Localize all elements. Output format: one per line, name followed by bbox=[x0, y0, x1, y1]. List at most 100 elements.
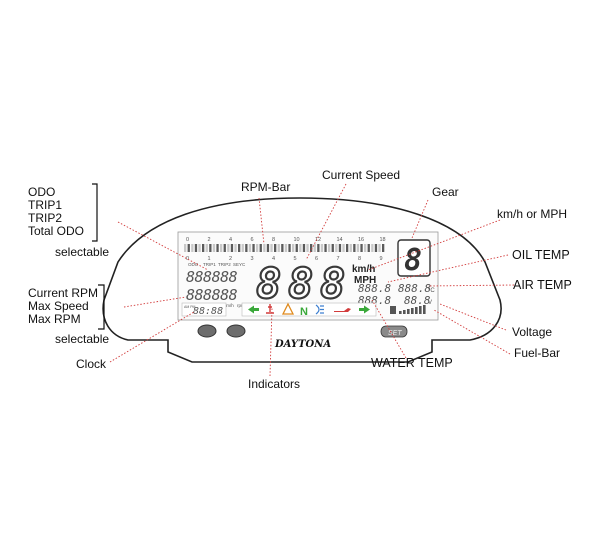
fuel-bar-segment bbox=[423, 305, 426, 314]
fuel-pump-icon bbox=[390, 306, 396, 314]
gear-label: Gear bbox=[432, 185, 459, 199]
rpm-bar-segment bbox=[342, 244, 345, 252]
rpm-bar-segment bbox=[184, 244, 187, 252]
clock-ampm: AM PM bbox=[184, 305, 196, 309]
rpm-selectable-label: selectable bbox=[55, 332, 110, 346]
rpm-bar-segment bbox=[223, 244, 226, 252]
indicator-strip bbox=[241, 302, 377, 317]
gear-digit: 8 bbox=[404, 243, 422, 278]
odo-group-labels: ODO TRIP1 TRIP2 Total ODO bbox=[28, 186, 84, 238]
max-rpm-label: Max RPM bbox=[28, 312, 81, 326]
rpm-bar-segment bbox=[256, 244, 259, 252]
unit-kmh: km/h bbox=[352, 264, 375, 275]
high-beam-icon bbox=[315, 304, 324, 315]
rpm-bar-segment bbox=[317, 244, 320, 252]
rpm-scale-low-label: 4 bbox=[272, 256, 275, 262]
fuel-bar-segment bbox=[399, 311, 402, 314]
odo-bracket bbox=[92, 183, 98, 242]
rpm-bar-segment bbox=[227, 244, 230, 252]
rpm-bar-segment bbox=[382, 244, 385, 252]
fuel-bar-segment bbox=[411, 308, 414, 314]
rpm-bar-segment bbox=[252, 244, 255, 252]
rpm-scale-low-label: 7 bbox=[337, 256, 340, 262]
rpm-scale-low-label: 5 bbox=[294, 256, 297, 262]
rpm-bar-segment bbox=[220, 244, 223, 252]
fuel-bar-segment bbox=[407, 309, 410, 314]
leader-current-speed bbox=[305, 183, 347, 261]
clock-digits: 88:88 bbox=[193, 306, 223, 317]
rpm-bar-segment bbox=[292, 244, 295, 252]
water-temp-label: WATER TEMP bbox=[371, 356, 453, 370]
odo-label: ODO bbox=[28, 185, 56, 199]
rpm-bar-segment bbox=[378, 244, 381, 252]
set-button-label: SET bbox=[388, 330, 402, 337]
rpm-bar-segment bbox=[238, 244, 241, 252]
rpm-scale-low-label: 1 bbox=[208, 256, 211, 262]
left-button-2[interactable] bbox=[226, 324, 246, 338]
indicators-label: Indicators bbox=[248, 377, 301, 391]
leader-rpm-bar bbox=[258, 197, 265, 245]
rpm-scale-low-label: 8 bbox=[358, 256, 361, 262]
current-rpm-label: Current RPM bbox=[28, 286, 99, 300]
rpm-scale-label: 12 bbox=[315, 237, 321, 243]
rpm-unit-label: km/h bbox=[224, 303, 234, 308]
fuel-bar bbox=[390, 305, 426, 314]
rpm-bar-segment bbox=[263, 244, 266, 252]
rpm-bar-segment bbox=[205, 244, 208, 252]
fuel-bar-segment bbox=[415, 307, 418, 314]
rpm-scale-label: 10 bbox=[294, 237, 300, 243]
rpm-scale-low-label: 2 bbox=[229, 256, 232, 262]
leader-fuel bbox=[433, 309, 511, 355]
leader-air bbox=[427, 284, 515, 287]
rpm-bar-segment bbox=[277, 244, 280, 252]
rpm-bar-segment bbox=[209, 244, 212, 252]
trip2-label: TRIP2 bbox=[28, 211, 63, 225]
rpm-bar-segment bbox=[288, 244, 291, 252]
rpm-bar-segment bbox=[313, 244, 316, 252]
rpm-bar-segment bbox=[310, 244, 313, 252]
rpm-bar-segment bbox=[245, 244, 248, 252]
leader-water bbox=[371, 299, 407, 359]
leader-odo bbox=[117, 221, 209, 271]
rpm-bar-segment bbox=[248, 244, 252, 252]
rpm-bar-segment bbox=[364, 244, 367, 252]
brand-logo: DAYTONA bbox=[274, 339, 331, 350]
rpm-bar-segment bbox=[198, 244, 201, 252]
odo-selectable-label: selectable bbox=[55, 245, 110, 259]
oil-warning-icon bbox=[334, 308, 351, 312]
rpm-bar-label: RPM-Bar bbox=[241, 180, 291, 194]
rpm-bar-segment bbox=[367, 244, 370, 252]
rpm-bar-segment bbox=[212, 244, 216, 252]
rpm-bar-segment bbox=[302, 244, 306, 252]
fuel-bar-segment bbox=[403, 310, 406, 314]
temperature-warning-icon bbox=[266, 304, 274, 314]
left-button-1[interactable] bbox=[197, 324, 217, 338]
voltage-label: Voltage bbox=[512, 325, 553, 339]
unit-mph: MPH bbox=[354, 275, 376, 286]
rpm-bar-segment bbox=[295, 244, 298, 252]
leader-indicators bbox=[269, 307, 273, 377]
rpm-scale-low-label: 6 bbox=[315, 256, 318, 262]
clock-label: Clock bbox=[76, 357, 107, 371]
rpm-bar-segment bbox=[299, 244, 302, 252]
rpm-bar-segment bbox=[202, 244, 205, 252]
rpm-scale-low-label: 3 bbox=[251, 256, 254, 262]
unit-volt: V bbox=[428, 300, 432, 306]
odo-tab-label: TRIP2 bbox=[218, 262, 231, 267]
rpm-bar-segment bbox=[274, 244, 277, 252]
fuel-bar-label: Fuel-Bar bbox=[514, 346, 561, 360]
rpm-bar-segment bbox=[331, 244, 334, 252]
rpm-digits: 888888 bbox=[186, 286, 238, 304]
rpm-scale-label: 4 bbox=[229, 237, 232, 243]
rpm-bar-segment bbox=[353, 244, 356, 252]
rpm-bar-segment bbox=[270, 244, 273, 252]
rpm-scale-label: 2 bbox=[208, 237, 211, 243]
rpm-bar-segment bbox=[338, 244, 342, 252]
oil-temp-label: OIL TEMP bbox=[512, 248, 570, 262]
air-temp-digits: 888.8 bbox=[398, 282, 431, 295]
air-temp-label: AIR TEMP bbox=[513, 278, 572, 292]
